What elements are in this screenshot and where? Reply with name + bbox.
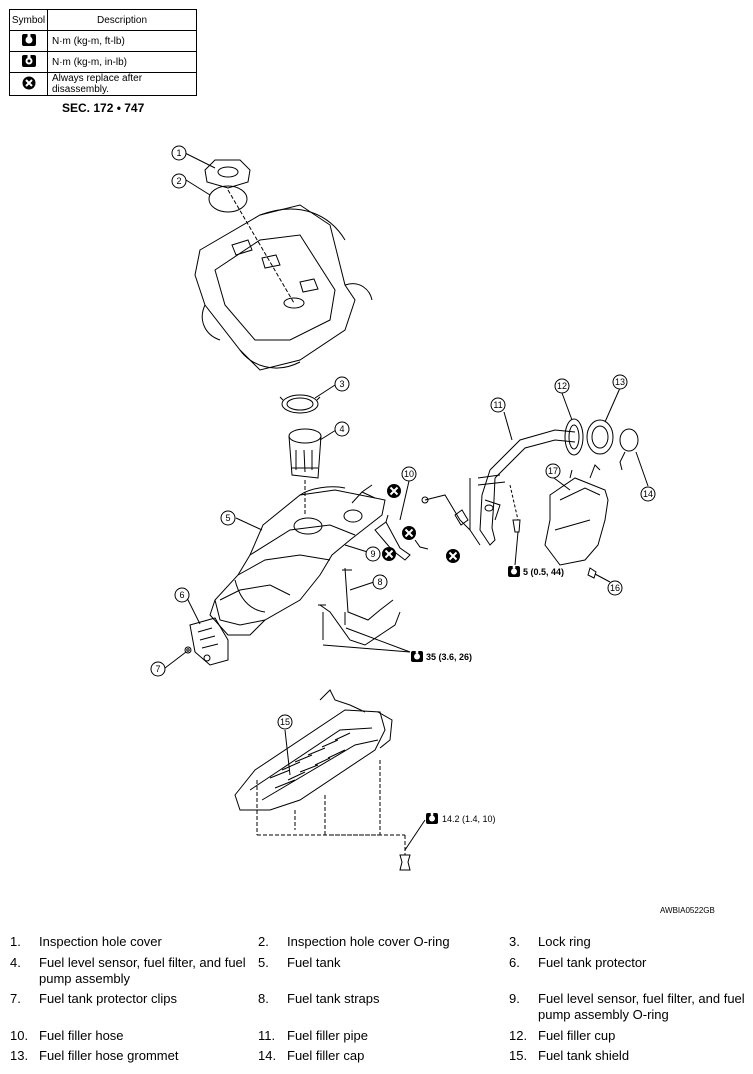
svg-text:3: 3 <box>339 379 344 389</box>
lock-ring-drawing <box>279 394 321 414</box>
fuel-filler-pipe-drawing <box>469 429 576 546</box>
svg-text:14: 14 <box>643 489 653 499</box>
fuel-tank-protector-drawing <box>189 617 229 666</box>
vehicle-floor-drawing <box>194 204 373 371</box>
callout-5: 5 <box>220 510 236 526</box>
callout-11: 11 <box>490 397 506 413</box>
legend-item: 13.Fuel filler hose grommet <box>10 1048 179 1063</box>
fuel-tank-drawing <box>209 486 386 636</box>
torque-ftlb-icon <box>21 32 36 46</box>
legend-item: 7.Fuel tank protector clips <box>10 991 178 1006</box>
torque-inlb-icon <box>21 53 36 67</box>
svg-text:2: 2 <box>176 176 181 186</box>
callout-2: 2 <box>171 173 187 189</box>
svg-text:11: 11 <box>493 400 502 410</box>
callout-14: 14 <box>640 486 656 502</box>
protector-clip-drawing <box>184 646 192 654</box>
filler-shield-drawing <box>544 464 609 566</box>
callout-9: 9 <box>365 546 381 562</box>
svg-text:1: 1 <box>176 148 181 158</box>
parts-legend: 1.Inspection hole cover 2.Inspection hol… <box>10 934 750 1068</box>
svg-text:15: 15 <box>280 717 290 727</box>
legend-item: 10.Fuel filler hose <box>10 1028 124 1043</box>
replace-part-icon <box>22 76 35 89</box>
inspection-hole-cover-drawing <box>204 159 251 189</box>
svg-text:8: 8 <box>377 577 382 587</box>
callout-3: 3 <box>334 376 350 392</box>
figure-code: AWBIA0522GB <box>660 906 715 915</box>
callout-13: 13 <box>612 374 628 390</box>
section-label: SEC. 172 • 747 <box>62 101 145 115</box>
legend-item: 9.Fuel level sensor, fuel filter, and fu… <box>509 991 745 1022</box>
legend-item: 5.Fuel tank <box>258 955 341 970</box>
callout-6: 6 <box>174 587 190 603</box>
legend-item: 8.Fuel tank straps <box>258 991 380 1006</box>
vapor-tube-drawing <box>421 494 471 531</box>
fuel-pump-drawing <box>288 428 322 479</box>
fuel-filler-cup-drawing <box>564 418 584 456</box>
callout-12: 12 <box>554 378 570 394</box>
svg-text:10: 10 <box>404 469 414 479</box>
callout-8: 8 <box>372 574 388 590</box>
legend-item: 12.Fuel filler cup <box>509 1028 616 1043</box>
callout-15: 15 <box>277 714 293 730</box>
svg-text:7: 7 <box>155 664 160 674</box>
callout-17: 17 <box>545 463 561 479</box>
grommet-drawing <box>586 419 614 455</box>
legend-item: 11.Fuel filler pipe <box>258 1028 368 1043</box>
inspection-oring-drawing <box>208 185 248 213</box>
fuel-tank-straps-drawing <box>318 567 401 646</box>
svg-text:17: 17 <box>548 466 558 476</box>
legend-item: 15.Fuel tank shield <box>509 1048 630 1063</box>
legend-item: 1.Inspection hole cover <box>10 934 162 949</box>
svg-text:9: 9 <box>370 549 375 559</box>
callout-1: 1 <box>171 145 187 161</box>
torque-straps: 35 (3.6, 26) <box>426 652 472 662</box>
fuel-tank-shield-drawing <box>234 689 393 811</box>
legend-item: 4.Fuel level sensor, fuel filter, and fu… <box>10 955 246 986</box>
svg-text:4: 4 <box>339 424 344 434</box>
legend-item: 2.Inspection hole cover O-ring <box>258 934 450 949</box>
legend-item: 3.Lock ring <box>509 934 591 949</box>
legend-item: 14.Fuel filler cap <box>258 1048 365 1063</box>
fuel-tank-exploded-diagram: 1 2 3 4 5 6 7 8 9 10 11 12 13 14 15 16 1… <box>150 145 656 871</box>
symbol-table: Symbol Description N·m (kg-m, ft-lb) N·m… <box>9 9 197 96</box>
callout-4: 4 <box>334 421 350 437</box>
torque-filler-pipe: 5 (0.5, 44) <box>523 567 564 577</box>
callout-7: 7 <box>150 661 166 677</box>
fuel-filler-cap-drawing <box>619 428 639 471</box>
legend-item: 6.Fuel tank protector <box>509 955 647 970</box>
svg-text:5: 5 <box>225 513 230 523</box>
callout-10: 10 <box>401 466 417 482</box>
svg-text:16: 16 <box>610 583 620 593</box>
symbol-desc-replace: Always replace after disassembly. <box>47 72 197 96</box>
torque-shield: 14.2 (1.4, 10) <box>442 814 496 824</box>
svg-text:6: 6 <box>179 590 184 600</box>
callout-16: 16 <box>607 580 623 596</box>
svg-text:12: 12 <box>557 381 567 391</box>
svg-text:13: 13 <box>615 377 625 387</box>
